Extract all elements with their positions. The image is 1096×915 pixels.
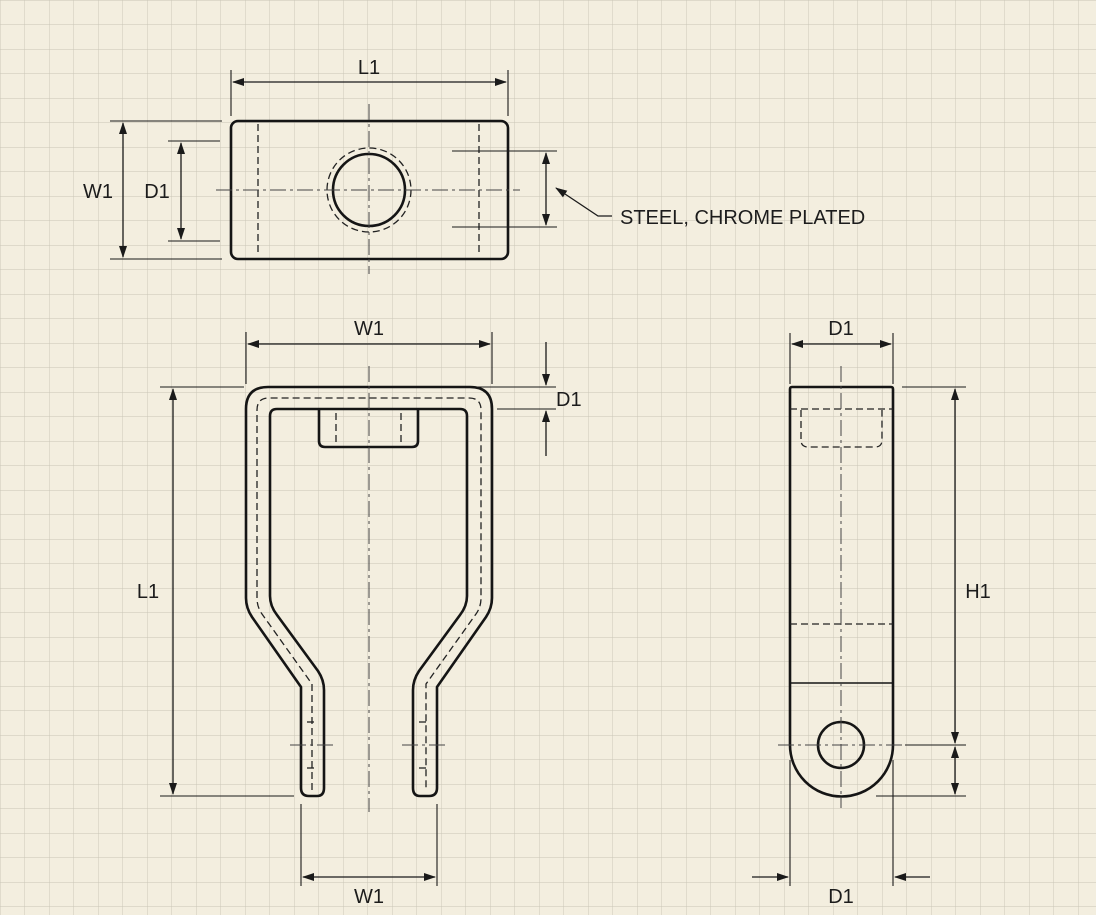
- front-thickness-label: D1: [556, 389, 582, 411]
- side-top-width-label: D1: [828, 318, 854, 340]
- top-width-label: W1: [83, 181, 113, 203]
- top-length-label: L1: [358, 57, 380, 79]
- front-view-outer-outline: [244, 385, 494, 798]
- side-view-outline: [788, 385, 895, 798]
- front-bottom-width-label: W1: [354, 886, 384, 908]
- side-view-boss-hidden: [800, 410, 883, 448]
- side-view: D1 H1 D1: [752, 318, 991, 908]
- front-view: W1 D1 L1 W1: [137, 318, 582, 908]
- side-height-label: H1: [965, 581, 991, 603]
- front-length-label: L1: [137, 581, 159, 603]
- material-leader-line: [555, 187, 612, 217]
- top-bore-label: D1: [144, 181, 170, 203]
- side-bottom-width-label: D1: [828, 886, 854, 908]
- front-top-width-label: W1: [354, 318, 384, 340]
- top-view: L1 W1 D1 STEEL, CHROME PLATED: [83, 57, 865, 274]
- front-view-hidden-outline: [256, 397, 482, 790]
- material-note: STEEL, CHROME PLATED: [620, 207, 865, 229]
